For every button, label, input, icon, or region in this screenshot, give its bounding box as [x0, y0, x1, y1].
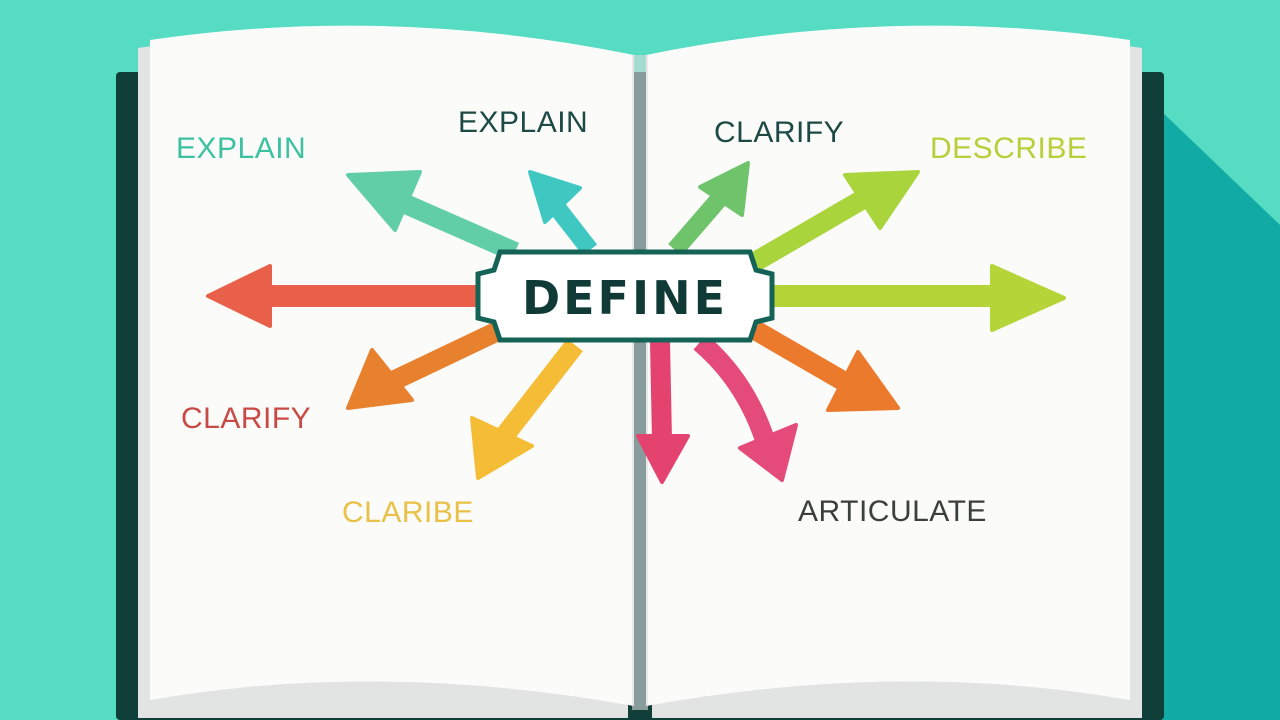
arrow-upper-left — [346, 170, 520, 262]
define-center-box: DEFINE — [475, 249, 775, 343]
arrow-down-right — [693, 334, 798, 482]
arrow-right — [770, 264, 1066, 332]
center-label-frame — [475, 249, 775, 343]
arrow-down-left — [470, 338, 583, 480]
arrow-down-center — [636, 341, 690, 484]
book-spine — [632, 55, 648, 710]
label-explain-left: EXPLAIN — [176, 132, 306, 165]
label-clarify-top: CLARIFY — [714, 116, 844, 149]
arrow-up-left — [528, 170, 598, 256]
arrow-left — [206, 264, 480, 328]
arrow-upper-right — [749, 170, 920, 271]
arrow-lower-right — [749, 321, 900, 412]
left-page — [150, 25, 634, 706]
book-shadow — [1160, 110, 1280, 720]
center-label: DEFINE — [522, 271, 728, 325]
label-claribe: CLARIBE — [342, 496, 474, 529]
arrow-lower-left — [346, 320, 505, 410]
label-articulate: ARTICULATE — [798, 495, 987, 528]
right-page — [646, 25, 1130, 706]
label-clarify-left: CLARIFY — [181, 402, 311, 435]
label-explain-top: EXPLAIN — [458, 106, 588, 139]
label-describe: DESCRIBE — [930, 132, 1087, 165]
arrow-up-right — [668, 161, 750, 256]
